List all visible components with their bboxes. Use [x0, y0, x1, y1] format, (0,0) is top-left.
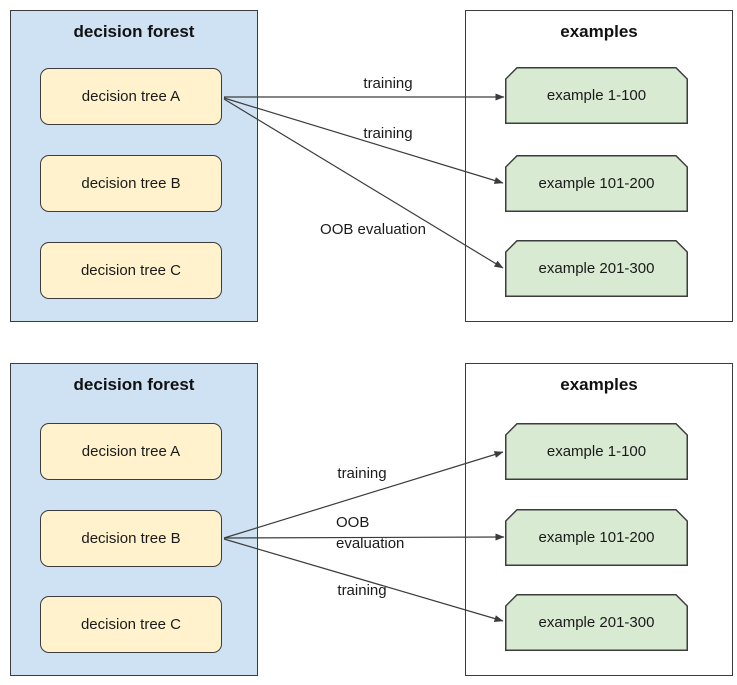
- example-node-label: example 201-300: [538, 260, 655, 277]
- tree-node-label: decision tree B: [81, 530, 181, 547]
- tree-node-label: decision tree C: [80, 616, 182, 633]
- example-node-1: example 1-100: [505, 67, 688, 124]
- chamfered-card-shape: [505, 594, 688, 651]
- example-node-3: example 201-300: [505, 240, 688, 297]
- chamfered-card-shape: [505, 155, 688, 212]
- example-node-label: example 101-200: [538, 175, 655, 192]
- chamfered-card-shape: [505, 67, 688, 124]
- chamfered-card-shape: [505, 240, 688, 297]
- forest-title: decision forest: [73, 22, 195, 41]
- example-node-label: example 1-100: [546, 443, 647, 460]
- tree-node-b: decision tree B: [40, 510, 222, 567]
- chamfered-card-shape: [505, 509, 688, 566]
- arrow-label-oob-evaluation: OOB evaluation: [336, 514, 405, 552]
- example-node-label: example 201-300: [538, 614, 655, 631]
- tree-node-label: decision tree C: [80, 262, 182, 279]
- example-node-2: example 101-200: [505, 509, 688, 566]
- arrow-label-training-2: training: [337, 582, 387, 599]
- arrow-label-training-1: training: [363, 75, 413, 92]
- tree-node-a: decision tree A: [40, 423, 222, 480]
- example-node-label: example 1-100: [546, 87, 647, 104]
- example-node-label: example 101-200: [538, 529, 655, 546]
- example-node-1: example 1-100: [505, 423, 688, 480]
- example-node-2: example 101-200: [505, 155, 688, 212]
- examples-title: examples: [560, 22, 638, 41]
- forest-title: decision forest: [73, 375, 195, 394]
- tree-node-label: decision tree B: [81, 175, 181, 192]
- tree-node-b: decision tree B: [40, 155, 222, 212]
- tree-node-label: decision tree A: [81, 443, 181, 460]
- arrow-label-training-1: training: [337, 465, 387, 482]
- example-node-3: example 201-300: [505, 594, 688, 651]
- tree-node-c: decision tree C: [40, 242, 222, 299]
- chamfered-card-shape: [505, 423, 688, 480]
- tree-node-c: decision tree C: [40, 596, 222, 653]
- arrow-label-training-2: training: [363, 125, 413, 142]
- tree-node-a: decision tree A: [40, 68, 222, 125]
- examples-title: examples: [560, 375, 638, 394]
- tree-node-label: decision tree A: [81, 88, 181, 105]
- arrow-label-oob-evaluation: OOB evaluation: [320, 221, 426, 238]
